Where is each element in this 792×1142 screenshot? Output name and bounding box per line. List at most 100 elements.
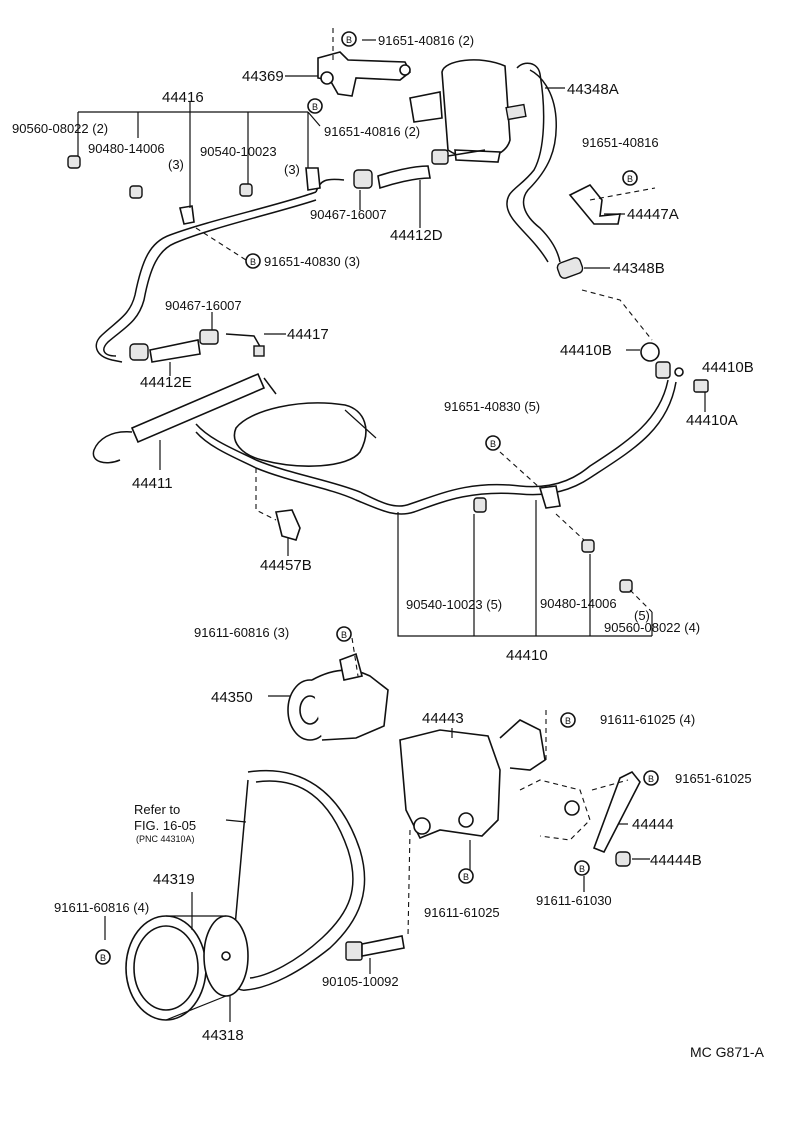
label-44416: 44416 <box>162 89 204 106</box>
bracket-44443[interactable] <box>399 719 546 840</box>
label-44412D: 44412D <box>390 227 443 244</box>
bolt-90105-10092[interactable] <box>345 935 405 961</box>
label-44410A: 44410A <box>686 412 738 429</box>
label-91611-60816-4: 91611-60816 (4) <box>54 900 149 915</box>
label-44457B: 44457B <box>260 557 312 574</box>
label-90540-10023-5: 90540-10023 (5) <box>406 597 502 612</box>
hose-44411[interactable] <box>92 372 277 464</box>
label-90560-08022-2: 90560-08022 (2) <box>12 121 108 136</box>
bolt-marker-7: B <box>560 712 576 728</box>
bolt-44410A[interactable] <box>693 379 709 393</box>
refer-line2: FIG. 16-05 <box>134 818 196 833</box>
label-90540-10023-3: 90540-10023 <box>200 144 277 159</box>
label-44417: 44417 <box>287 326 329 343</box>
clamp-44410-mid[interactable] <box>538 485 561 509</box>
label-44444B: 44444B <box>650 852 702 869</box>
dash-91651-61025 <box>591 779 629 791</box>
dash-90480-14006-5 <box>555 513 585 541</box>
label-91611-61030: 91611-61030 <box>536 893 612 908</box>
bolt-marker-1: B <box>341 31 357 47</box>
v-belt-44319[interactable] <box>230 769 366 991</box>
tube-44417[interactable] <box>199 329 265 357</box>
bolt-marker-6: B <box>336 626 352 642</box>
bracket-44457B[interactable] <box>275 509 301 541</box>
hose-44412D[interactable] <box>353 149 486 190</box>
grommet-90480-14006-5[interactable] <box>581 539 595 553</box>
label-91611-61025-4: 91611-61025 (4) <box>600 712 695 727</box>
hose-44412E[interactable] <box>129 339 201 363</box>
svg-text:B: B <box>463 872 469 882</box>
label-44410B-right: 44410B <box>702 359 754 376</box>
label-44348A: 44348A <box>567 81 619 98</box>
svg-text:B: B <box>565 716 571 726</box>
label-44447A: 44447A <box>627 206 679 223</box>
collar-90540-10023-5[interactable] <box>473 497 487 513</box>
label-44319: 44319 <box>153 871 195 888</box>
nut-44444B[interactable] <box>615 851 631 867</box>
bolt-marker-10: B <box>458 868 474 884</box>
svg-text:B: B <box>250 257 256 267</box>
label-90480-14006-5: 90480-14006 <box>540 596 617 611</box>
refer-line3: (PNC 44310A) <box>136 834 195 844</box>
leader-refer <box>225 819 247 823</box>
label-90105-10092: 90105-10092 <box>322 974 399 989</box>
label-90480-14006-5-qty: (5) <box>634 608 650 623</box>
label-44443: 44443 <box>422 710 464 727</box>
clamp-upper[interactable] <box>305 167 321 191</box>
svg-text:B: B <box>490 439 496 449</box>
collar-90540-10023[interactable] <box>239 183 253 197</box>
bracket-44369[interactable] <box>317 51 412 97</box>
label-91651-61025: 91651-61025 <box>675 771 752 786</box>
label-91651-40816-2: 91651-40816 (2) <box>324 124 420 139</box>
label-90467-16007-top: 90467-16007 <box>310 207 387 222</box>
svg-text:B: B <box>341 630 347 640</box>
leader-91651-40816-2 <box>307 111 321 127</box>
label-44412E: 44412E <box>140 374 192 391</box>
label-44444: 44444 <box>632 816 674 833</box>
drawing-code: MC G871-A <box>690 1044 765 1060</box>
leader-44457B-dash <box>255 468 277 521</box>
label-90540-10023-3-qty: (3) <box>284 162 300 177</box>
svg-text:B: B <box>346 35 352 45</box>
nut-90560-08022[interactable] <box>67 155 81 169</box>
bracket-44447A[interactable] <box>568 183 621 225</box>
bracket-line-44410 <box>397 512 652 637</box>
pump-44350[interactable] <box>287 652 389 741</box>
grommet-90480-14006[interactable] <box>129 185 143 199</box>
reservoir-tank[interactable] <box>409 59 511 163</box>
label-91651-40830-3: 91651-40830 (3) <box>264 254 360 269</box>
label-44411: 44411 <box>132 475 173 492</box>
svg-text:B: B <box>579 864 585 874</box>
bolt-marker-8: B <box>643 770 659 786</box>
pump-bracket-rear <box>519 779 591 841</box>
label-44350: 44350 <box>211 689 253 706</box>
bolt-marker-3: B <box>622 170 638 186</box>
label-44410B-left: 44410B <box>560 342 612 359</box>
label-91651-40816-2-top: 91651-40816 (2) <box>378 33 474 48</box>
hose-44348A[interactable] <box>505 62 561 263</box>
nut-90560-08022-4[interactable] <box>619 579 633 593</box>
dash-44410B <box>581 289 653 341</box>
label-44369: 44369 <box>242 68 284 85</box>
label-91611-61025: 91611-61025 <box>424 905 500 920</box>
clamp-44416[interactable] <box>179 205 195 225</box>
pulley-44318[interactable] <box>125 915 249 1021</box>
tube-44410[interactable] <box>195 379 677 515</box>
bolt-marker-11: B <box>95 949 111 965</box>
svg-text:B: B <box>627 174 633 184</box>
svg-text:B: B <box>648 774 654 784</box>
adjusting-bar-44444[interactable] <box>592 770 641 854</box>
washer-44410B[interactable] <box>674 367 684 377</box>
label-90480-14006-3: 90480-14006 <box>88 141 165 156</box>
bolt-marker-2: B <box>307 98 323 114</box>
svg-text:B: B <box>312 102 318 112</box>
union-44410B[interactable] <box>640 342 671 379</box>
dash-90105-10092 <box>407 829 411 937</box>
leader-91651-40830-5 <box>499 451 541 489</box>
clamp-44348B[interactable] <box>556 256 584 279</box>
bolt-marker-5: B <box>485 435 501 451</box>
leader-91651-40816-r <box>589 170 656 201</box>
refer-line1: Refer to <box>134 802 180 817</box>
leader-91651-40830-3 <box>195 227 247 261</box>
